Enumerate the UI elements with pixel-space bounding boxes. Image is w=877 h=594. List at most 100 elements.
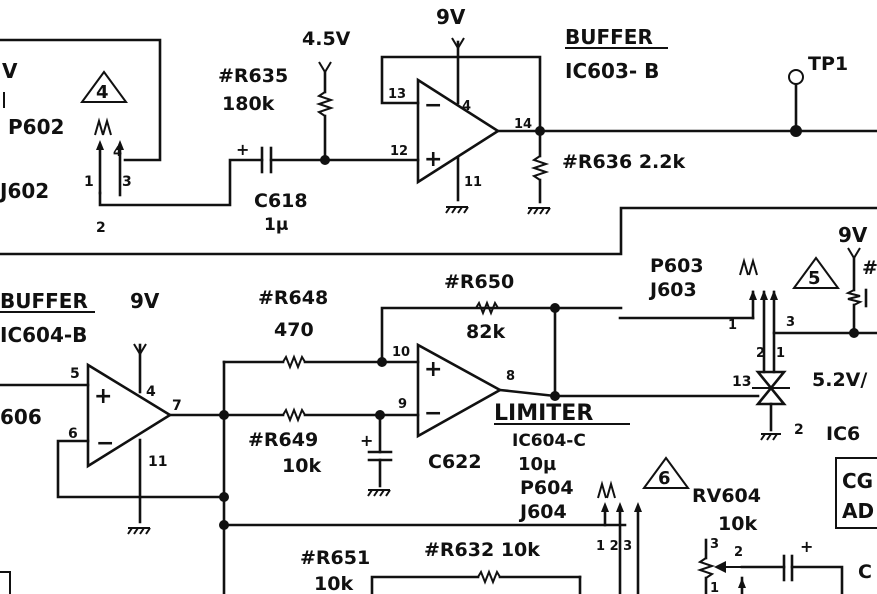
c622-plus: + [360, 431, 373, 450]
ic603b-pin13: 13 [388, 87, 406, 102]
ic604c-pin10: 10 [392, 345, 410, 360]
analog-switch-ic6 [553, 370, 790, 441]
c618-plus: + [236, 140, 249, 159]
v45-label: 4.5V [302, 28, 351, 50]
p604-pin-numbers: 1 2 3 [596, 539, 632, 554]
v9-mid-label: 9V [130, 289, 160, 313]
r650-resistor [475, 300, 499, 316]
cg-label: CG [842, 469, 873, 493]
tp1-label: TP1 [808, 53, 848, 75]
p603-pin2: 2 [756, 346, 765, 361]
ic6-label: IC6 [826, 423, 860, 445]
ic603b-pin11: 11 [464, 175, 482, 190]
cg-ad-block [835, 457, 877, 529]
ic603b-pin4: 4 [462, 99, 471, 114]
r649-ref: #R649 [248, 429, 318, 451]
tp1-test-point [788, 69, 804, 133]
r648-resistor [222, 354, 420, 370]
r651-value: 10k [314, 573, 353, 594]
c-right-label: C [858, 561, 872, 583]
rv604-pin3: 3 [710, 537, 719, 552]
r632-label: #R632 10k [424, 539, 540, 561]
p602-pin3: 3 [122, 174, 132, 190]
c618-capacitor [260, 146, 327, 174]
c622-capacitor [367, 413, 393, 497]
p602-pin1: 1 [84, 174, 94, 190]
p602-label: P602 [8, 115, 64, 139]
p603-pin1: 1 [728, 318, 737, 333]
right-pot-resistor [845, 247, 868, 338]
ic603b-pin12: 12 [390, 144, 408, 159]
ic603b-opamp: − + [380, 37, 877, 214]
c622-ref: C622 [428, 451, 482, 473]
ic604b-plus: + [94, 384, 112, 409]
ic6-pin13: 13 [732, 374, 751, 390]
r635-ref: #R635 [218, 65, 288, 87]
p603-pin3: 3 [786, 315, 795, 330]
p602-j602-connector [0, 38, 264, 207]
ic604b-pin5: 5 [70, 366, 80, 382]
rv604-ref: RV604 [692, 485, 761, 507]
ic604b-label: IC604-B [0, 323, 87, 347]
ad-label: AD [842, 499, 874, 523]
ic604c-plus: + [424, 357, 442, 382]
triangle-marker-6-text: 6 [658, 468, 671, 489]
plus-lower-right: + [800, 537, 813, 556]
ic604b-pin6: 6 [68, 426, 78, 442]
v-left-label: V [2, 59, 18, 83]
triangle-marker-5-text: 5 [808, 268, 821, 289]
buffer-label-1: BUFFER [565, 25, 653, 49]
left-edge-bracket [0, 571, 11, 594]
r649-value: 10k [282, 455, 321, 477]
r635-resistor [315, 61, 420, 165]
p602-pin4: 4 [113, 145, 122, 160]
ic604b-pin11: 11 [148, 454, 167, 470]
ic604c-pin9: 9 [398, 397, 407, 412]
p603-label: P603 [650, 255, 704, 277]
triangle-marker-5: 5 [792, 256, 840, 289]
rv604-pin1: 1 [710, 581, 719, 594]
ic604c-label: IC604-C [512, 431, 586, 451]
triangle-marker-4: 4 [80, 70, 128, 103]
c618-ref: C618 [254, 190, 308, 212]
r635-value: 180k [222, 93, 275, 115]
ic603b-pin14: 14 [514, 117, 532, 132]
triangle-marker-6: 6 [642, 456, 690, 489]
p604-j604-connector [597, 480, 642, 594]
r651-ref: #R651 [300, 547, 370, 569]
j603-label: J603 [648, 279, 697, 301]
ic604b-opamp: + − [0, 343, 627, 594]
p603-j603-connector [618, 257, 877, 374]
v52-label: 5.2V/ [812, 369, 867, 391]
p602-pin2: 2 [96, 220, 106, 236]
rv604-value: 10k [718, 513, 757, 535]
ic603b-label: IC603- B [565, 59, 659, 83]
buffer-label-2: BUFFER [0, 289, 88, 313]
limiter-label: LIMITER [494, 401, 593, 426]
r632-resistor [370, 569, 582, 594]
ic604c-pin8: 8 [506, 369, 515, 384]
r648-ref: #R648 [258, 287, 328, 309]
ic604b-pin4: 4 [146, 384, 156, 400]
r648-value: 470 [274, 319, 314, 341]
ic604c-minus: − [424, 401, 442, 426]
ic604b-minus: − [96, 431, 114, 456]
rv604-potentiometer [696, 538, 844, 594]
r650-ref: #R650 [444, 271, 514, 293]
c618-value: 1µ [264, 215, 288, 235]
triangle-marker-4-text: 4 [96, 82, 109, 103]
p604-label: P604 [520, 477, 574, 499]
r636-label: #R636 2.2k [562, 151, 685, 173]
hash-right: # [862, 257, 877, 279]
j604-label: J604 [518, 501, 567, 523]
r606-label: 606 [0, 405, 42, 429]
r636-resistor [527, 129, 551, 215]
j602-label: J602 [0, 179, 49, 203]
signal-wire-divider [0, 206, 877, 256]
r650-value: 82k [466, 321, 505, 343]
c622-value: 10µ [518, 454, 556, 475]
rv604-pin2: 2 [734, 545, 743, 560]
ic603b-plus: + [424, 147, 442, 172]
ic604b-pin7: 7 [172, 398, 182, 414]
